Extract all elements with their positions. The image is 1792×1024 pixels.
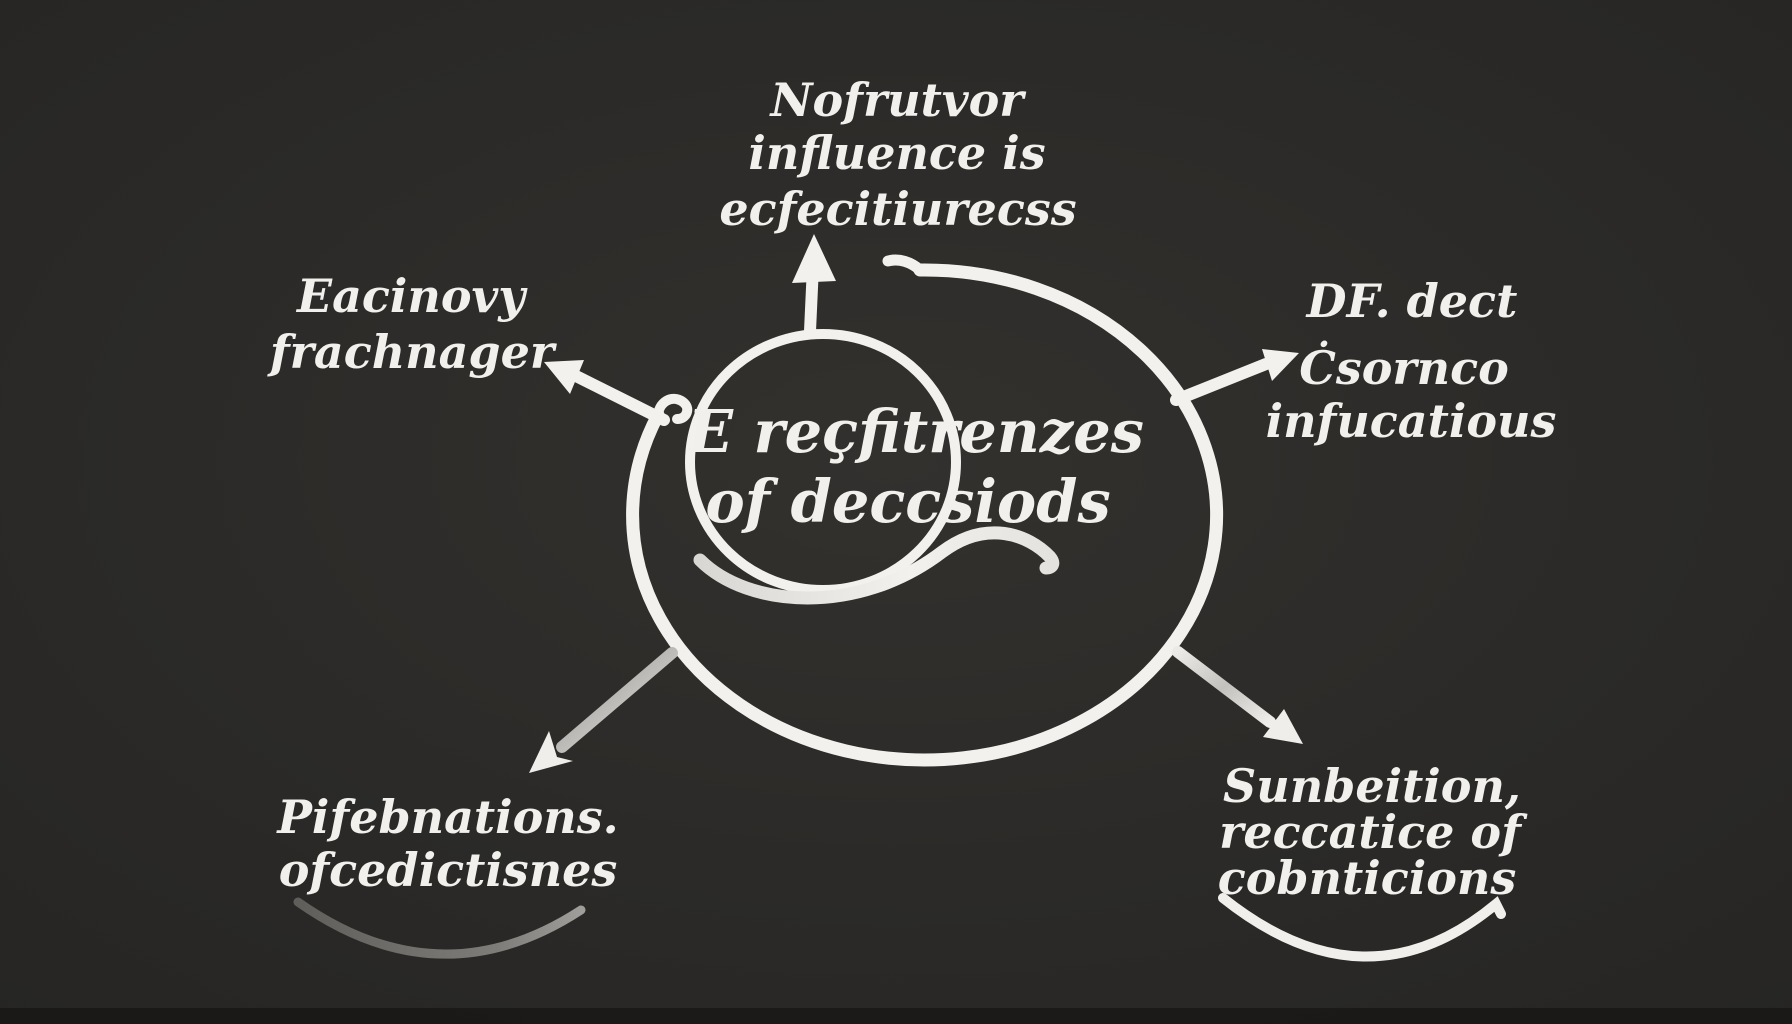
outer-arc-start-hook (653, 393, 693, 424)
arrow-up-left-icon (544, 360, 670, 426)
arrow-down-right-icon (1172, 646, 1303, 744)
node-bottom-right-label: Sunbeition, reccatice of cobnticions (1218, 759, 1528, 905)
center-node-label: E reçfitrenzes of deccsiods (686, 397, 1144, 536)
node-right-line1: DF. dect (1305, 274, 1518, 328)
node-top-label: Nofrutvor influence is ecfecitiurecss (719, 73, 1076, 236)
node-bottom-left-label: Pifebnations. ofcedictisnes (275, 790, 618, 897)
arrow-up-right-icon (1170, 349, 1299, 406)
node-top-line1: Nofrutvor (768, 73, 1027, 127)
inner-circle (685, 329, 961, 595)
node-top-line2: influence is (748, 126, 1045, 180)
node-bottom-left-line1: Pifebnations. (275, 790, 618, 844)
smile-underline-left (293, 897, 586, 959)
node-right-label: DF. dect Ċsornco infucatious (1266, 274, 1557, 448)
arrow-down-left-icon (529, 647, 678, 773)
node-left-line2: frachnager (267, 325, 558, 379)
center-label-line1: E reçfitrenzes (686, 397, 1144, 466)
outer-arc-end-flick (882, 254, 926, 276)
node-bottom-right-line2: reccatice of (1219, 805, 1528, 859)
outer-circle-arc (626, 254, 1224, 767)
bottom-edge-bar (0, 1008, 1792, 1024)
arrow-up-icon (792, 234, 836, 337)
node-right-line3: infucatious (1266, 394, 1557, 448)
node-bottom-right-line1: Sunbeition, (1223, 759, 1521, 813)
center-label-line2: of deccsiods (705, 467, 1110, 536)
node-left-label: Eacinovy frachnager (267, 269, 558, 379)
node-right-line2: Ċsornco (1299, 340, 1509, 395)
inner-circle-retrace-curl (693, 526, 1060, 605)
node-bottom-left-line2: ofcedictisnes (279, 843, 618, 897)
node-left-line1: Eacinovy (295, 269, 528, 323)
node-top-line3: ecfecitiurecss (719, 182, 1076, 236)
smile-underline-right (1218, 893, 1506, 962)
node-bottom-right-line3: cobnticions (1218, 851, 1517, 905)
